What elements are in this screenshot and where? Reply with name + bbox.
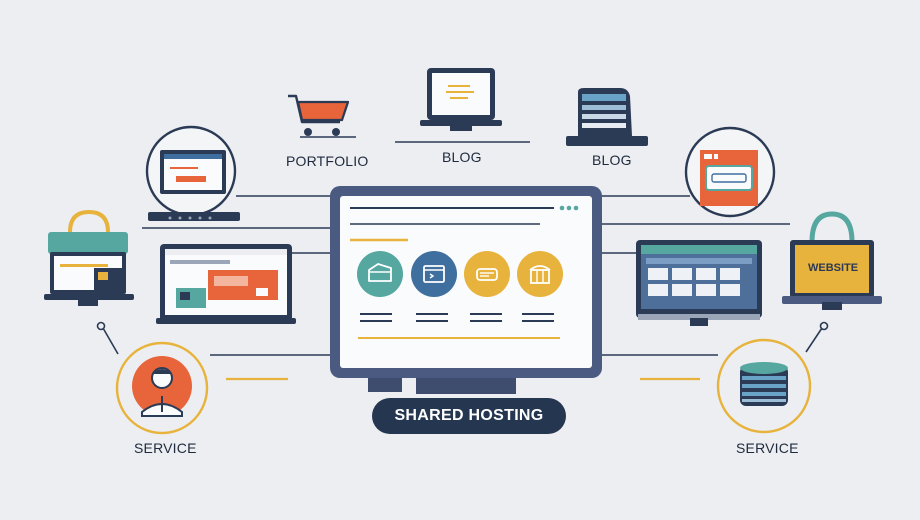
blog-laptop-icon — [420, 68, 502, 131]
secure-laptop-icon — [44, 209, 134, 306]
shared-hosting-label: SHARED HOSTING — [372, 398, 566, 434]
blog-left-label: BLOG — [442, 149, 482, 165]
service-right-label: SERVICE — [736, 440, 799, 456]
webpage-laptop-icon — [156, 244, 296, 324]
folder-icon — [357, 251, 403, 297]
laptop-circle-icon — [145, 125, 240, 221]
browser-window-icon — [411, 251, 457, 297]
database-icon — [716, 338, 812, 434]
blog-right-label: BLOG — [592, 152, 632, 168]
service-left-label: SERVICE — [134, 440, 197, 456]
person-avatar-icon — [115, 341, 209, 435]
server-stack-icon — [566, 88, 648, 146]
storefront-icon — [517, 251, 563, 297]
hard-drive-icon — [464, 251, 510, 297]
shopping-cart-icon — [288, 94, 350, 136]
browser-card-circle-icon — [684, 126, 776, 218]
website-laptop-icon — [782, 211, 882, 310]
portfolio-label: PORTFOLIO — [286, 153, 369, 169]
website-label: WEBSITE — [808, 262, 859, 274]
dashboard-monitor-icon — [636, 240, 762, 326]
